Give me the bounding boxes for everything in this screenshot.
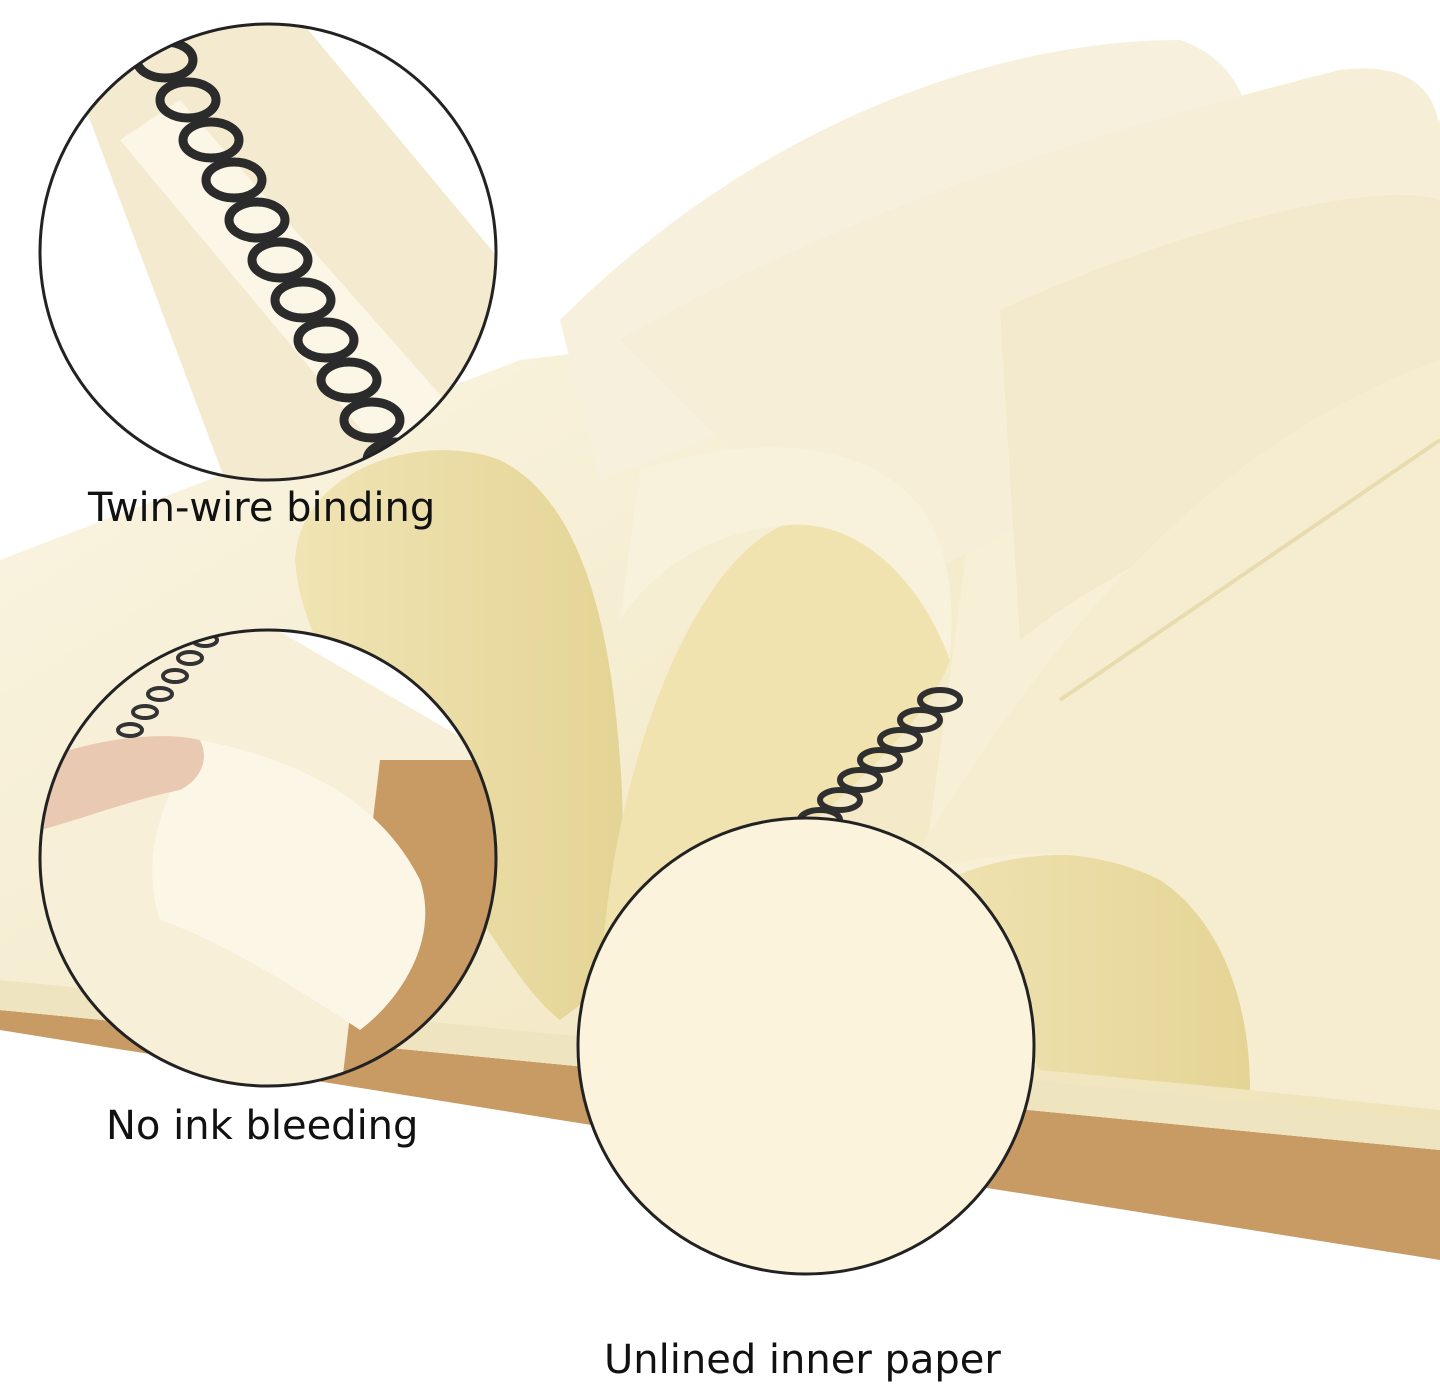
callout-circle-binding bbox=[38, 22, 498, 482]
caption-no-ink-bleeding: No ink bleeding bbox=[106, 1103, 419, 1149]
callout-circle-ink bbox=[38, 628, 498, 1088]
hand-icon bbox=[40, 736, 204, 830]
callout-circle-paper bbox=[576, 816, 1036, 1276]
curled-page-right bbox=[910, 855, 1253, 1090]
caption-twin-wire-binding: Twin-wire binding bbox=[88, 485, 436, 531]
caption-unlined-inner-paper: Unlined inner paper bbox=[604, 1337, 1001, 1383]
